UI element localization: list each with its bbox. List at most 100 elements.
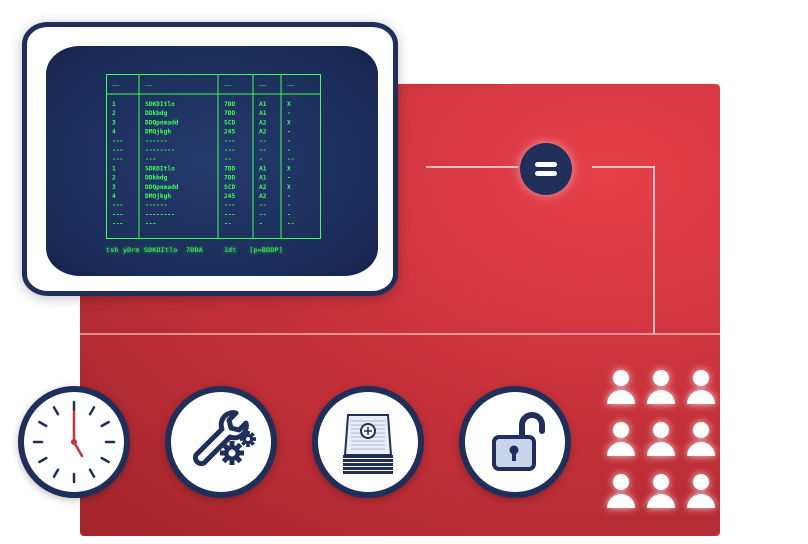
terminal-cell: DDQpnmadd xyxy=(145,119,179,126)
terminal-column-header: —— xyxy=(224,82,232,89)
terminal-cell: X xyxy=(287,184,291,191)
wrench-gears-icon xyxy=(192,410,256,467)
terminal-cell: DMQjkgh xyxy=(145,128,171,136)
terminal-cell: --- xyxy=(112,147,123,154)
terminal-cell: --- xyxy=(112,211,123,218)
terminal-cell: A1 xyxy=(259,110,267,117)
equals-node xyxy=(520,143,572,195)
terminal-cell: DDkbdg xyxy=(145,175,168,182)
user-icon xyxy=(684,420,718,458)
terminal-cell: 7DD xyxy=(224,175,235,182)
user-icon xyxy=(644,420,678,458)
terminal-cell: -- xyxy=(224,156,231,163)
horizontal-divider xyxy=(80,333,720,335)
terminal-cell: ------ xyxy=(145,138,167,145)
connector-line-left xyxy=(426,166,518,168)
terminal-cell: - xyxy=(259,221,263,228)
terminal-cell: ------ xyxy=(145,202,167,209)
terminal-cell: SCD xyxy=(224,184,235,191)
connector-line-right xyxy=(592,166,655,168)
terminal-cell: DDQpnmadd xyxy=(145,184,179,191)
terminal-cell: SDKDItlo xyxy=(145,165,175,172)
tools-badge xyxy=(165,386,277,498)
clock-tick xyxy=(38,456,48,464)
terminal-cell: --- xyxy=(112,138,123,145)
terminal-cell: SCD xyxy=(224,119,235,126)
terminal-cell: - xyxy=(287,175,291,182)
terminal-cell: 7DD xyxy=(224,101,235,108)
terminal-column-header: —— xyxy=(259,82,267,89)
terminal-cell: 7DD xyxy=(224,165,235,172)
terminal-cell: 3 xyxy=(112,119,116,126)
terminal-cell: --- xyxy=(112,221,123,228)
terminal-cell: 3 xyxy=(112,184,116,191)
user-icon xyxy=(604,368,638,406)
terminal-cell: --- xyxy=(224,147,235,154)
ledger-badge xyxy=(312,386,424,498)
terminal-cell: --- xyxy=(224,202,235,209)
terminal-cell: - xyxy=(287,147,291,154)
terminal-cell: -- xyxy=(259,138,266,145)
terminal-cell: -- xyxy=(259,202,266,209)
terminal-cell: 245 xyxy=(224,129,235,136)
terminal-cell: A1 xyxy=(259,165,267,172)
terminal-cell: - xyxy=(287,138,291,145)
user-icon xyxy=(684,368,718,406)
terminal-cell: - xyxy=(287,110,291,117)
terminal-cell: -------- xyxy=(145,211,175,218)
user-icon xyxy=(604,472,638,510)
terminal-cell: --- xyxy=(112,156,123,163)
clock-tick xyxy=(38,420,48,428)
clock-tick xyxy=(52,468,60,478)
terminal-cell: DMQjkgh xyxy=(145,192,171,200)
terminal-cell: - xyxy=(259,156,263,163)
unlocked-padlock-icon xyxy=(492,412,545,471)
user-icon xyxy=(604,420,638,458)
clock-tick xyxy=(52,406,60,416)
ledger-stack-icon xyxy=(343,414,393,474)
lock-badge xyxy=(459,386,571,498)
terminal-cell: --- xyxy=(145,156,156,163)
terminal-cell: --- xyxy=(224,138,235,145)
terminal-cell: --- xyxy=(112,202,123,209)
terminal-cell: A2 xyxy=(259,193,267,200)
clock-tick xyxy=(88,406,96,416)
terminal-cell: 1 xyxy=(112,165,116,172)
terminal-cell: --- xyxy=(224,211,235,218)
terminal-cell: -- xyxy=(259,147,266,154)
terminal-cell: X xyxy=(287,165,291,172)
terminal-cell: A2 xyxy=(259,129,267,136)
terminal-table-frame xyxy=(106,74,321,239)
terminal-cell: 1 xyxy=(112,101,116,108)
terminal-cell: -- xyxy=(259,211,266,218)
users-grid xyxy=(602,366,720,516)
terminal-cell: 2 xyxy=(112,175,116,182)
clock-tick xyxy=(100,456,110,464)
terminal-cell: - xyxy=(287,211,291,218)
clock-badge xyxy=(18,386,130,498)
connector-line-down xyxy=(653,166,655,334)
clock-tick xyxy=(100,420,110,428)
terminal-cell: A2 xyxy=(259,184,267,191)
user-icon xyxy=(644,368,678,406)
terminal-cell: --- xyxy=(145,221,156,228)
terminal-cell: DDkbdg xyxy=(145,110,168,117)
clock-tick xyxy=(88,468,96,478)
terminal-cell: SDKDItlo xyxy=(145,101,175,108)
terminal-column-header: —— xyxy=(112,82,120,89)
terminal-cell: - xyxy=(287,193,291,200)
user-icon xyxy=(684,472,718,510)
terminal-cell: A2 xyxy=(259,119,267,126)
terminal-cell: 2 xyxy=(112,110,116,117)
terminal-cell: -------- xyxy=(145,147,175,154)
terminal-cell: -- xyxy=(287,156,294,163)
user-icon xyxy=(644,472,678,510)
terminal-cell: - xyxy=(287,129,291,136)
terminal-column-header: —— xyxy=(287,82,295,89)
terminal-footer: tsh yDrm SDKDItlo 7DDA 1dt [p=BDDP] xyxy=(106,246,283,254)
terminal-cell: A1 xyxy=(259,175,267,182)
terminal-cell: -- xyxy=(287,221,294,228)
